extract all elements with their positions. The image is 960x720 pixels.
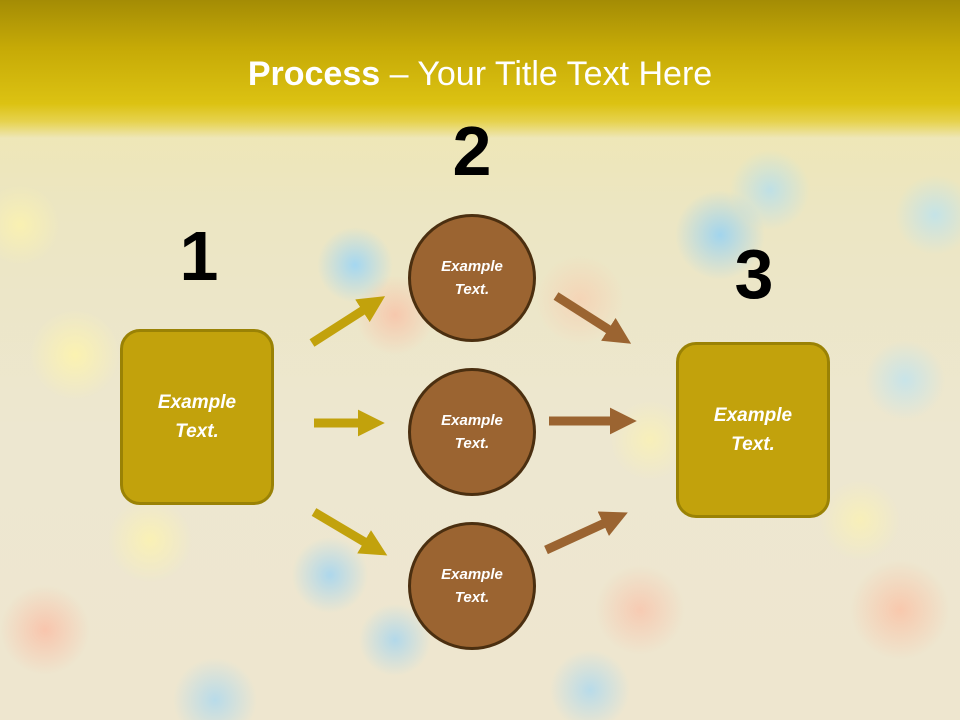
step-2-circle-top-text: Example Text. [441, 258, 503, 298]
step-3-number: 3 [734, 235, 774, 313]
arrow-2c-to-3 [544, 511, 628, 555]
step-1-text: Example Text. [157, 392, 237, 442]
step-1-box: Example Text. [120, 329, 274, 505]
arrow-1-to-2a [309, 296, 386, 347]
title-band [0, 0, 960, 138]
step-2-circle-top: Example Text. [408, 214, 536, 342]
step-2-number: 2 [452, 112, 492, 190]
step-1-number: 1 [179, 217, 219, 295]
arrow-2a-to-3 [553, 292, 632, 344]
step-2-circle-bottom: Example Text. [408, 522, 536, 650]
title-bold: Process [247, 55, 381, 93]
step-3-text: Example Text. [713, 405, 793, 455]
step-2-circle-middle: Example Text. [408, 368, 536, 496]
step-2-circle-bottom-text: Example Text. [441, 566, 503, 606]
slide-title: Process – Your Title Text Here [0, 52, 960, 96]
title-rest: – Your Title Text Here [380, 55, 713, 93]
arrow-1-to-2c [311, 508, 388, 556]
step-3-box: Example Text. [676, 342, 830, 518]
step-2-circle-middle-text: Example Text. [441, 412, 503, 452]
